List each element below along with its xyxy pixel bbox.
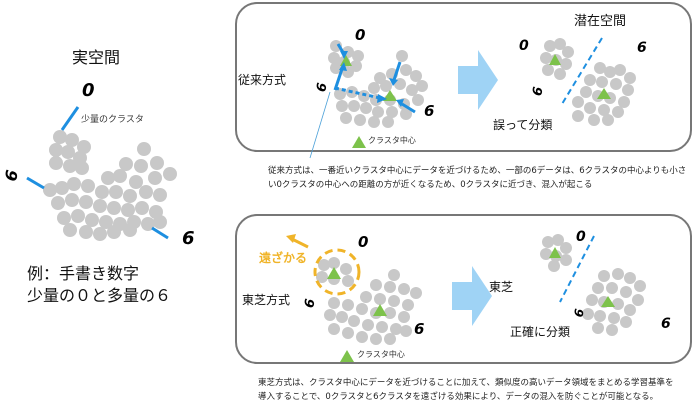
real-space-cluster-diagram [26,106,177,241]
big-arrow-right-icon [452,266,492,326]
conventional-method-label: 従来方式 [238,73,287,87]
cluster-center-legend-label: クラスタ中心 [368,136,416,145]
caption-line-1: 従来方式は、一番近いクラスタ中心にデータを近づけるため、一部の6データは、6クラ… [268,166,687,176]
misclassified-label: 誤って分類 [493,118,553,132]
correctly-classified-label: 正確に分類 [510,325,571,339]
digit-six-image: 6 [661,316,671,332]
digit-zero-image: 0 [576,229,586,245]
toshiba-arrow-label: 東芝 [489,280,514,294]
latent-space-conventional-diagram [540,37,636,126]
big-arrow-right-icon [458,50,498,110]
toshiba-method-label: 東芝方式 [242,293,291,307]
caption-line-1: 東芝方式は、クラスタ中心にデータを近づけることに加えて、類似度の高いデータ領域を… [258,378,674,388]
toshiba-method-caption: 東芝方式は、クラスタ中心にデータを近づけることに加えて、類似度の高いデータ領域を… [258,376,698,404]
digit-zero-image: 0 [358,233,369,251]
conventional-method-caption: 従来方式は、一番近いクラスタ中心にデータを近づけるため、一部の6データは、6クラ… [268,164,698,192]
digit-six-image: 6 [424,102,435,120]
digit-zero-image: 0 [355,26,366,44]
digit-zero-image: 0 [519,38,529,54]
digit-six-image: 6 [637,40,647,56]
digit-six-image: 6 [182,228,195,249]
digit-six-image: 6 [414,320,425,338]
latent-space-title: 潜在空間 [574,14,627,29]
minor-cluster-label: 少量のクラスタ [81,115,144,125]
cluster-center-legend-icon [352,136,366,148]
digit-zero-image: 0 [82,80,95,101]
real-space-title: 実空間 [72,48,121,67]
caption-line-2: 導入することで、0クラスタと6クラスタを遠ざける効果により、データの混入を防ぐこ… [258,392,659,402]
cluster-center-legend-label: クラスタ中心 [357,350,405,359]
example-line-2: 少量の０と多量の６ [27,286,172,305]
caption-line-2: い0クラスタの中心への距離の方が近くなるため、0クラスタに近づき、混入が起こる [268,180,593,190]
toshiba-cluster-diagram [286,234,422,345]
example-description: 例：手書き数字 少量の０と多量の６ [27,263,171,307]
cluster-center-legend-icon [340,350,354,362]
conventional-cluster-diagram [309,40,428,159]
latent-space-toshiba-diagram [540,234,646,336]
push-away-label: 遠ざかる [259,251,308,265]
example-line-1: 例：手書き数字 [27,264,140,283]
